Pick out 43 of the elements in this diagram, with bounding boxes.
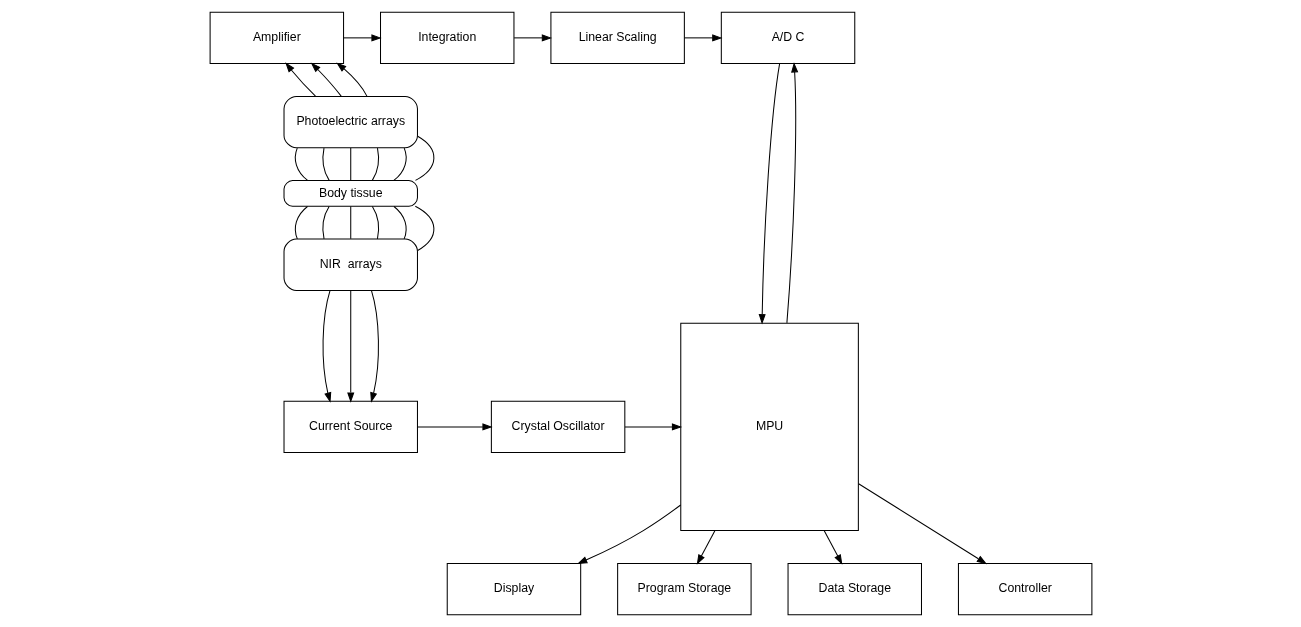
node-box: Integration [379, 11, 514, 65]
arrow [823, 530, 842, 565]
arrow [369, 289, 379, 403]
connector [371, 205, 379, 240]
arrow [335, 62, 367, 97]
connector [414, 205, 434, 252]
connector [349, 205, 351, 240]
connector [392, 205, 407, 240]
arrow [346, 289, 354, 403]
node-box: Linear Scaling [549, 11, 685, 65]
node-box: Photoelectric arrays [283, 95, 418, 149]
arrow [513, 34, 552, 42]
arrow [696, 530, 715, 565]
node-box: MPU [679, 322, 859, 532]
arrow [683, 34, 722, 42]
connector [371, 147, 379, 181]
node-box: Controller [957, 562, 1092, 616]
connector [414, 135, 434, 181]
arrow [416, 423, 493, 431]
arrow [576, 504, 681, 565]
arrow [785, 62, 798, 324]
arrow [342, 34, 382, 42]
arrow [624, 423, 682, 431]
connector [349, 147, 351, 181]
node-box: Display [446, 562, 581, 616]
connector [322, 147, 330, 181]
node-box: Crystal Oscillator [490, 400, 625, 454]
arrow [284, 62, 316, 97]
connector [294, 147, 308, 181]
connector [392, 147, 407, 181]
connector [322, 205, 330, 240]
arrow [758, 63, 780, 325]
connector [294, 205, 308, 240]
node-box: Current Source [283, 400, 418, 454]
node-box: Program Storage [616, 562, 752, 616]
arrow [310, 62, 342, 97]
node-box: Body tissue [283, 180, 418, 207]
arrow [857, 483, 987, 565]
node-box: Amplifier [209, 11, 344, 65]
node-box: NIR arrays [283, 238, 418, 291]
node-box: Data Storage [787, 562, 922, 616]
node-box: A/D C [720, 11, 855, 65]
arrow [322, 289, 331, 403]
